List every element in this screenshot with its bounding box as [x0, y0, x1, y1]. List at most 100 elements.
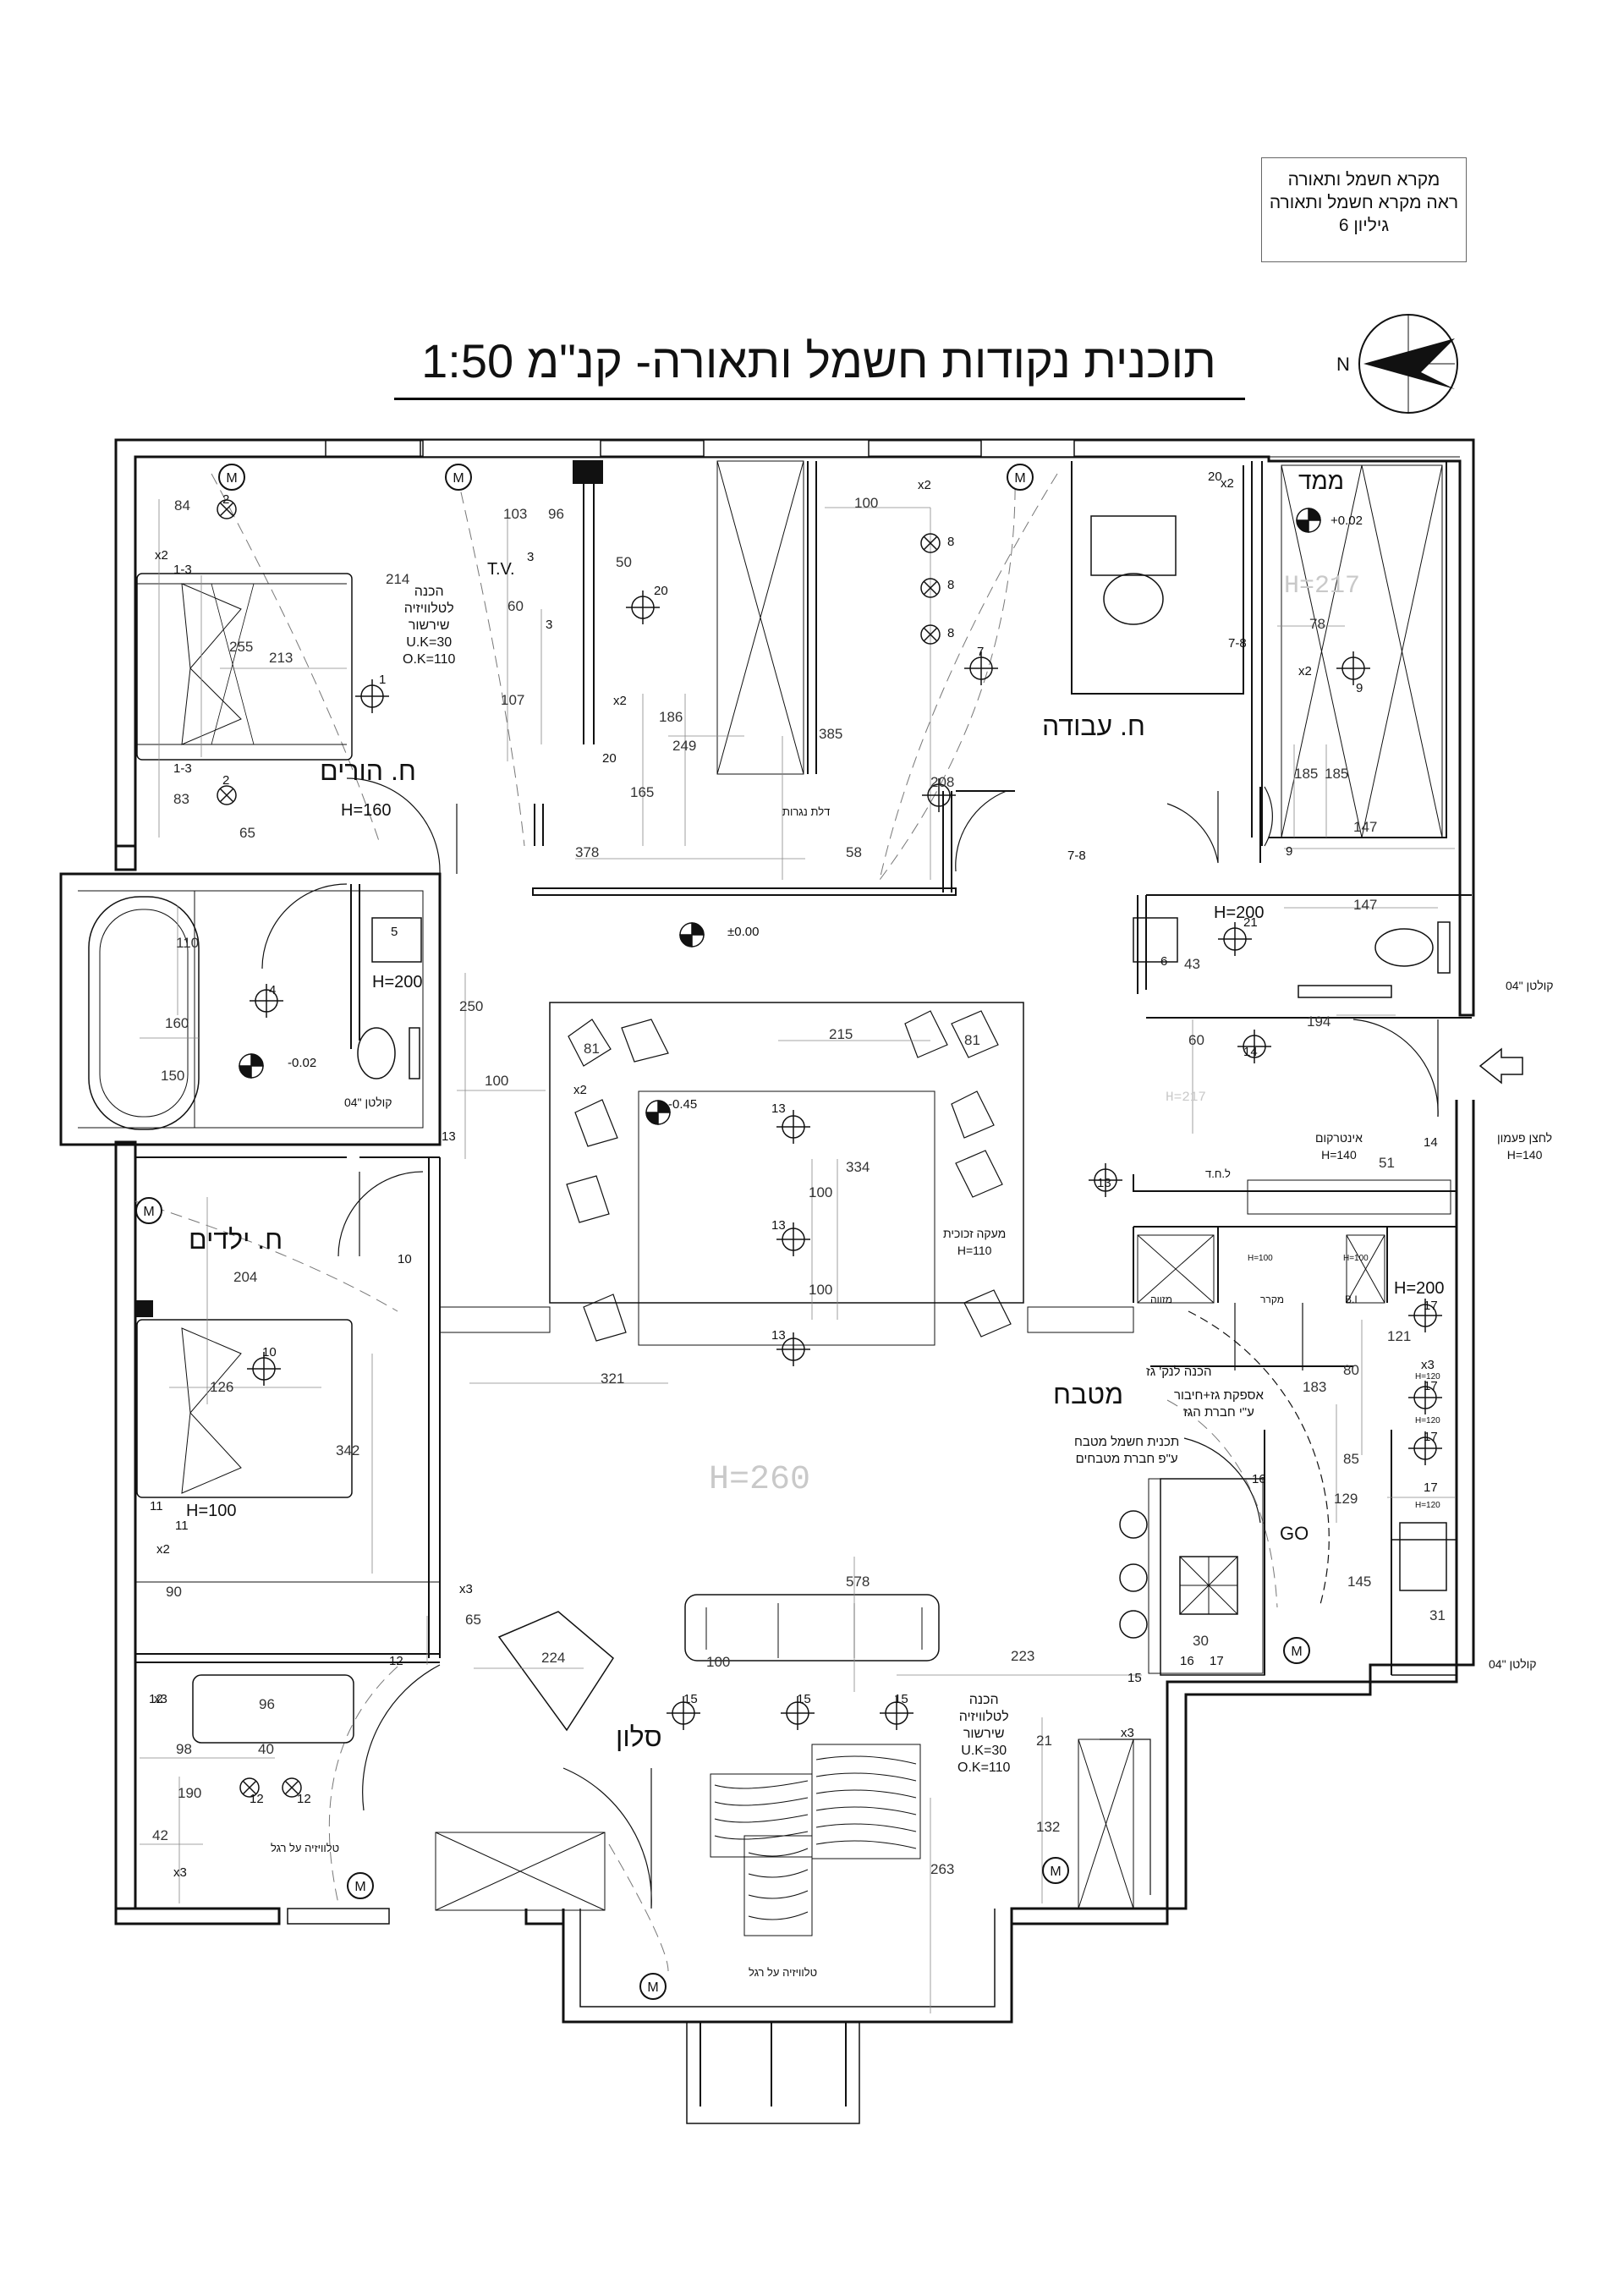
ceiling-light-cross [776, 1110, 810, 1144]
kolton-kitchen-note: קולטן "04 [1489, 1657, 1537, 1671]
circuit-number: 13 [771, 1101, 786, 1116]
gas-supply-note: אספקת גז+חיבור ע"י חברת הגז [1174, 1387, 1264, 1421]
circuit-number: 14 [1424, 1135, 1438, 1150]
dim-51: 51 [1379, 1155, 1395, 1171]
dim-100c: 100 [809, 1184, 833, 1200]
dim-186: 186 [659, 709, 683, 725]
circuit-number: 11 [175, 1519, 189, 1533]
railing-note: מעקה זכוכית H=110 [943, 1225, 1006, 1259]
circuit-number: 20 [602, 751, 617, 766]
motor-symbol: M [135, 1197, 162, 1224]
bell-note: לחצן פעמון H=140 [1497, 1129, 1552, 1163]
intercom-note: אינטרקום H=140 [1315, 1129, 1363, 1163]
h120-note-c: H=120 [1415, 1501, 1440, 1510]
legend-line-1: מקרא חשמל ותאורה [1287, 170, 1440, 190]
height-kitchen: H=200 [1394, 1279, 1445, 1298]
h120-note-a: H=120 [1415, 1372, 1440, 1381]
outer-walls [114, 438, 1475, 1925]
h100-note-b: H=100 [1343, 1254, 1369, 1263]
wall-light-icon [217, 785, 237, 805]
motor-symbol: M [347, 1872, 374, 1899]
tv-prep-parents-line: O.K=110 [403, 652, 456, 667]
circuit-number: 20 [1208, 470, 1222, 484]
circuit-number: x2 [156, 1542, 170, 1557]
height-hall: H=217 [1166, 1090, 1207, 1105]
circuit-number: 2 [222, 492, 230, 507]
wall-light-icon [239, 1777, 260, 1798]
circuit-number: 16 [1180, 1654, 1194, 1668]
circuit-number: 11 [150, 1499, 163, 1513]
circuit-number: 20 [654, 584, 668, 598]
dim-96b: 96 [259, 1696, 275, 1712]
dim-103: 103 [503, 506, 528, 522]
dim-160: 160 [165, 1015, 189, 1031]
height-kids: H=100 [186, 1502, 237, 1520]
height-parents: H=160 [341, 801, 392, 820]
ceiling-light-cross [250, 984, 283, 1018]
closets [435, 460, 1451, 1911]
builtin-note: B.I [1345, 1294, 1358, 1305]
circuit-number: 5 [391, 925, 398, 939]
dim-60: 60 [508, 598, 524, 614]
dim-165: 165 [630, 784, 655, 800]
furniture [88, 515, 1451, 1744]
circuit-number: 13 [771, 1328, 786, 1343]
dim-385: 385 [819, 726, 843, 742]
circuit-number: 9 [1356, 681, 1363, 695]
circuit-number: 16 [1252, 1472, 1266, 1486]
dim-65b: 65 [465, 1612, 481, 1628]
dim-185b: 185 [1325, 766, 1349, 782]
dim-263: 263 [930, 1861, 955, 1877]
circuit-number: 9 [1286, 844, 1293, 859]
ceiling-light-cross [1237, 1030, 1271, 1063]
wall-light-x [923, 536, 938, 551]
wall-light-x [242, 1780, 257, 1795]
legend-line-3: גיליון 6 [1338, 216, 1390, 235]
room-work: ח. עבודה [1042, 711, 1145, 741]
circuit-number: 21 [1243, 915, 1258, 930]
level-mamad: +0.02 [1330, 514, 1363, 528]
railing-label: מעקה זכוכית [943, 1227, 1007, 1240]
dim-224: 224 [541, 1650, 566, 1666]
windows [287, 439, 1075, 1925]
wall-light-x [219, 502, 234, 517]
intercom-label: אינטרקום [1315, 1131, 1363, 1145]
height-guest-wc: H=200 [1214, 904, 1265, 922]
ceiling-light-cross [626, 590, 660, 624]
tv-prep-salon-line: שירשור [963, 1727, 1005, 1741]
dim-208: 208 [930, 774, 955, 790]
circuit-number: x2 [573, 1083, 587, 1097]
tv-prep-salon-line: U.K=30 [961, 1744, 1007, 1758]
circuit-number: 3 [527, 550, 535, 564]
ceiling-light-cross [776, 1332, 810, 1366]
tv-prep-salon-line: הכנה [968, 1693, 999, 1707]
dim-578: 578 [846, 1574, 870, 1590]
dim-60b: 60 [1188, 1032, 1204, 1048]
dim-147a: 147 [1353, 819, 1378, 835]
wall-light-x [923, 627, 938, 642]
go-label: GO [1280, 1523, 1309, 1544]
wall-light-x [923, 580, 938, 596]
tv-prep-parents-line: הכנה [414, 585, 444, 599]
dim-255: 255 [229, 639, 254, 655]
dim-98: 98 [176, 1741, 192, 1757]
circuit-number: 13 [771, 1218, 786, 1233]
dim-50: 50 [616, 554, 632, 570]
tv-prep-salon: הכנה לטלוויזיה שירשור U.K=30 O.K=110 [957, 1692, 1010, 1777]
dim-321: 321 [601, 1370, 625, 1387]
tv-label: T.V. [487, 560, 515, 579]
circuit-number: 10 [262, 1345, 277, 1359]
dim-100d: 100 [809, 1282, 833, 1298]
fridge-note: מקרר [1260, 1294, 1285, 1305]
circuit-number: 12 [149, 1692, 163, 1706]
kolton-wc-note: קולטן "04 [1506, 979, 1554, 992]
tv-prep-parents-line: שירשור [408, 618, 450, 633]
ceiling-lights [217, 499, 1442, 1798]
ceiling-light-cross [1336, 651, 1370, 685]
level-hall: ±0.00 [727, 925, 760, 939]
wall-light-icon [920, 578, 941, 598]
dim-100e: 100 [706, 1654, 731, 1670]
tv-prep-salon-line: O.K=110 [957, 1760, 1011, 1775]
floor-tv-note-2: טלוויזיה על רגל [749, 1966, 818, 1979]
